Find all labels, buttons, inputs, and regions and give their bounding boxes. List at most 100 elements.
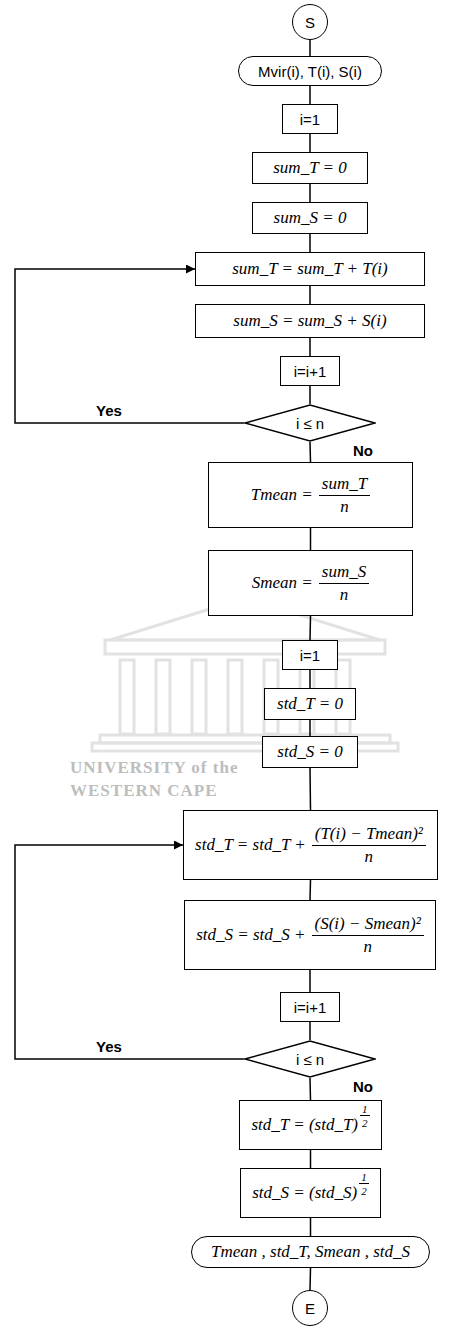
process-box: std_T = 0	[264, 688, 356, 720]
process-box: Tmean = sum_Tn	[208, 462, 413, 528]
flow-connector	[309, 286, 311, 304]
process-box: Smean =sum_Sn	[208, 550, 413, 616]
node-content: i=i+1	[294, 999, 327, 1016]
node-text: S	[305, 14, 315, 31]
process-box: sum_T = 0	[252, 152, 368, 184]
flow-connector	[309, 234, 311, 252]
flow-connector	[309, 670, 311, 688]
process-box: i=i+1	[280, 356, 340, 386]
node-content: i=1	[300, 647, 320, 664]
branch-label: No	[352, 443, 374, 459]
node-content: Mvir(i), T(i), S(i)	[258, 63, 362, 80]
process-box: std_T = std_T + (T(i) − Tmean)²n	[183, 810, 438, 880]
node-content: i=1	[300, 111, 320, 128]
node-text: n	[365, 846, 374, 867]
flow-connector	[309, 970, 311, 992]
process-box: std_T = (std_T)12	[239, 1100, 382, 1150]
process-box: sum_T = sum_T + T(i)	[195, 252, 425, 286]
fraction: (T(i) − Tmean)²n	[312, 824, 426, 867]
terminal-circle: E	[292, 1290, 328, 1326]
branch-label: Yes	[95, 403, 123, 419]
watermark-text: UNIVERSITY of the	[70, 758, 238, 778]
node-text: Smean =	[252, 573, 313, 593]
node-content: i ≤ n	[296, 1051, 324, 1068]
decision-diamond: i ≤ n	[244, 404, 376, 442]
node-text: sum_T	[319, 474, 370, 496]
node-text: Tmean =	[251, 485, 313, 505]
node-content: Tmean , std_T, Smean , std_S	[211, 1242, 410, 1262]
terminal-circle: S	[292, 4, 328, 40]
node-content: std_S = (std_S)12	[252, 1180, 368, 1206]
node-text: std_T = std_T +	[195, 835, 306, 855]
process-box: i=1	[282, 104, 338, 134]
node-text: 1	[360, 1103, 370, 1116]
node-text: i=i+1	[294, 999, 327, 1016]
flow-connector	[309, 1268, 311, 1290]
flow-connector	[309, 40, 311, 56]
node-content: std_S = 0	[277, 742, 342, 762]
flow-connector	[309, 442, 311, 462]
node-text: std_T = 0	[277, 694, 343, 714]
node-text: (T(i) − Tmean)²	[312, 824, 426, 846]
flow-connector	[310, 1150, 312, 1168]
node-text: sum_S	[319, 562, 369, 584]
fraction: (S(i) − Smean)²n	[312, 914, 424, 957]
flow-connector	[309, 338, 311, 356]
node-content: Smean =sum_Sn	[252, 562, 369, 605]
node-text: std_S = 0	[277, 742, 342, 762]
process-box: sum_S = 0	[252, 202, 368, 234]
node-content: sum_T = sum_T + T(i)	[232, 259, 388, 279]
branch-label: Yes	[95, 1039, 123, 1055]
node-text: sum_S = sum_S + S(i)	[233, 311, 386, 331]
node-content: std_T = 0	[277, 694, 343, 714]
process-box: i=1	[282, 640, 338, 670]
node-text: sum_S = 0	[274, 208, 347, 228]
node-content: i=i+1	[294, 363, 327, 380]
process-box: std_S = std_S + (S(i) − Smean)²n	[184, 900, 436, 970]
node-text: std_S = (std_S)	[252, 1183, 357, 1203]
flow-connector	[309, 880, 311, 900]
watermark-text: WESTERN CAPE	[70, 781, 218, 801]
flow-connector	[309, 768, 311, 810]
node-text: 1	[359, 1171, 369, 1184]
exponent-fraction: 12	[360, 1103, 370, 1129]
fraction: sum_Tn	[319, 474, 370, 517]
flow-connector	[309, 386, 311, 404]
flow-connector	[309, 720, 311, 736]
flow-connector	[309, 1022, 311, 1040]
io-oval: Mvir(i), T(i), S(i)	[238, 56, 382, 86]
node-content: sum_T = 0	[273, 158, 347, 178]
process-box: i=i+1	[280, 992, 340, 1022]
node-content: Tmean = sum_Tn	[251, 474, 370, 517]
branch-label: No	[352, 1079, 374, 1095]
node-text: Tmean , std_T, Smean , std_S	[211, 1242, 410, 1262]
node-text: i=1	[300, 647, 320, 664]
node-content: S	[305, 14, 315, 31]
exponent-fraction: 12	[359, 1171, 369, 1197]
process-box: std_S = 0	[262, 736, 358, 768]
flow-connector	[15, 269, 244, 423]
node-text: i=1	[300, 111, 320, 128]
flow-connector	[309, 616, 311, 640]
io-oval: Tmean , std_T, Smean , std_S	[191, 1236, 430, 1268]
flow-connector	[309, 134, 311, 152]
node-text: std_S = std_S +	[196, 925, 305, 945]
node-content: std_S = std_S + (S(i) − Smean)²n	[196, 914, 424, 957]
node-text: n	[363, 936, 372, 957]
node-content: i ≤ n	[296, 415, 324, 432]
node-content: E	[305, 1300, 315, 1317]
flow-connector	[309, 1078, 311, 1100]
node-text: (S(i) − Smean)²	[312, 914, 424, 936]
node-text: 2	[361, 1184, 367, 1197]
node-content: std_T = (std_T)12	[251, 1112, 369, 1138]
process-box: sum_S = sum_S + S(i)	[195, 304, 425, 338]
node-text: i ≤ n	[296, 415, 324, 432]
decision-diamond: i ≤ n	[244, 1040, 376, 1078]
node-text: E	[305, 1300, 315, 1317]
flow-connector	[309, 86, 311, 104]
node-text: n	[340, 496, 349, 517]
node-text: sum_T = 0	[273, 158, 347, 178]
